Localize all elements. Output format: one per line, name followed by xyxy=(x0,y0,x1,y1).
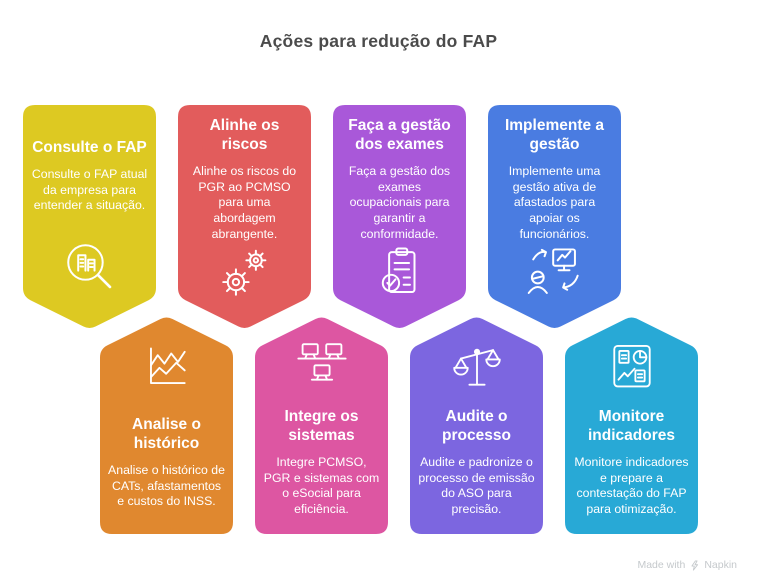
card-banner-shape xyxy=(410,317,543,534)
line-chart-icon xyxy=(140,340,194,394)
watermark: Made with Napkin xyxy=(637,559,737,571)
card-text: Consulte o FAP Consulte o FAP atual da e… xyxy=(31,117,148,236)
card-body: Analise o histórico de CATs, afastamento… xyxy=(108,462,225,509)
card-banner-shape xyxy=(488,105,621,328)
card-text: Monitore indicadores Monitore indicadore… xyxy=(573,402,690,524)
card-text: Implemente a gestão Implemente uma gestã… xyxy=(496,117,613,242)
card-text: Integre os sistemas Integre PCMSO, PGR e… xyxy=(263,402,380,524)
card-title: Faça a gestão dos exames xyxy=(348,117,451,153)
card-banner-shape xyxy=(178,105,311,328)
card-title: Consulte o FAP xyxy=(32,138,147,156)
card-monitore-indicadores: Monitore indicadores Monitore indicadore… xyxy=(565,316,698,534)
magnifier-document-icon xyxy=(61,236,119,298)
card-integre-os-sistemas: Integre os sistemas Integre PCMSO, PGR e… xyxy=(255,316,388,534)
card-body: Consulte o FAP atual da empresa para ent… xyxy=(31,166,148,213)
card-consulte-o-fap: Consulte o FAP Consulte o FAP atual da e… xyxy=(23,105,156,330)
card-title: Monitore indicadores xyxy=(588,408,675,445)
card-faca-a-gestao-dos-exames: Faça a gestão dos exames Faça a gestão d… xyxy=(333,105,466,330)
card-title: Analise o histórico xyxy=(132,415,201,452)
card-banner-shape xyxy=(100,317,233,534)
card-body: Audite e padronize o processo de emissão… xyxy=(418,454,535,517)
card-title: Alinhe os riscos xyxy=(209,117,280,153)
card-title: Integre os sistemas xyxy=(284,408,359,445)
card-banner-shape xyxy=(23,105,156,328)
card-banner-shape xyxy=(255,317,388,534)
clipboard-check-icon xyxy=(371,242,429,304)
card-text: Alinhe os riscos Alinhe os riscos do PGR… xyxy=(186,117,303,242)
scales-icon xyxy=(450,340,504,394)
card-alinhe-os-riscos: Alinhe os riscos Alinhe os riscos do PGR… xyxy=(178,105,311,330)
workstations-icon xyxy=(295,340,349,394)
card-body: Implemente uma gestão ativa de afastados… xyxy=(508,163,601,241)
card-analise-o-historico: Analise o histórico Analise o histórico … xyxy=(100,316,233,534)
card-banner-shape xyxy=(565,317,698,534)
page-title: Ações para redução do FAP xyxy=(259,31,498,51)
card-title: Audite o processo xyxy=(442,408,511,445)
watermark-brand: Napkin xyxy=(704,559,737,571)
card-text: Analise o histórico Analise o histórico … xyxy=(108,402,225,524)
watermark-made-with: Made with xyxy=(637,559,686,571)
dashboard-icon xyxy=(605,340,659,394)
gears-icon xyxy=(216,242,274,304)
card-banner-shape xyxy=(333,105,466,328)
card-body: Monitore indicadores e prepare a contest… xyxy=(574,454,689,517)
person-monitor-sync-icon xyxy=(526,242,584,304)
card-implemente-a-gestao: Implemente a gestão Implemente uma gestã… xyxy=(488,105,621,330)
card-text: Faça a gestão dos exames Faça a gestão d… xyxy=(341,117,458,242)
card-title: Implemente a gestão xyxy=(504,117,605,153)
card-body: Faça a gestão dos exames ocupacionais pa… xyxy=(348,163,451,241)
napkin-logo-icon xyxy=(691,559,699,571)
card-body: Integre PCMSO, PGR e sistemas com o eSoc… xyxy=(263,454,380,517)
card-body: Alinhe os riscos do PGR ao PCMSO para um… xyxy=(192,163,297,241)
card-text: Audite o processo Audite e padronize o p… xyxy=(418,402,535,524)
card-audite-o-processo: Audite o processo Audite e padronize o p… xyxy=(410,316,543,534)
